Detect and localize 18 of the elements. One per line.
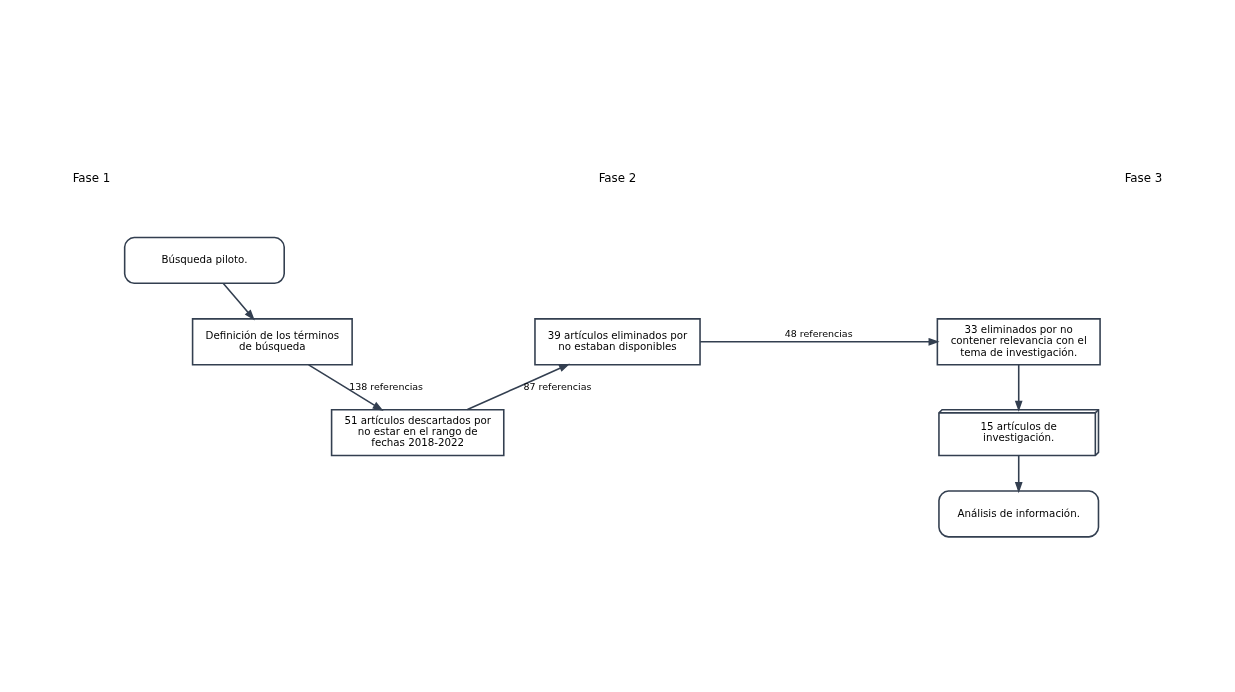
label: Fase 1 — [72, 170, 111, 185]
node-box: Definición de los términos de búsqueda — [191, 317, 353, 365]
arrow — [1014, 363, 1023, 412]
label: Fase 2 — [598, 170, 637, 185]
node-box: Búsqueda piloto. — [123, 236, 285, 284]
edge-label: 48 referencias — [784, 327, 853, 339]
node-box: 39 artículos eliminados por no estaban disponibles — [534, 317, 701, 365]
node-box: 51 artículos descartados por no estar en el rango de fechas 2018-2022 — [330, 408, 505, 456]
arrow — [222, 282, 255, 320]
arrow — [307, 363, 384, 411]
arrow — [466, 363, 571, 410]
arrow — [699, 337, 940, 346]
label: Fase 3 — [1124, 170, 1163, 185]
node-box: Análisis de información. — [938, 489, 1100, 538]
edge-label: 138 referencias — [349, 380, 424, 392]
edge-label: 87 referencias — [523, 380, 592, 392]
arrow — [1014, 454, 1023, 493]
node-box: 33 eliminados por no contener relevancia con el tema de investigación. — [936, 317, 1101, 365]
